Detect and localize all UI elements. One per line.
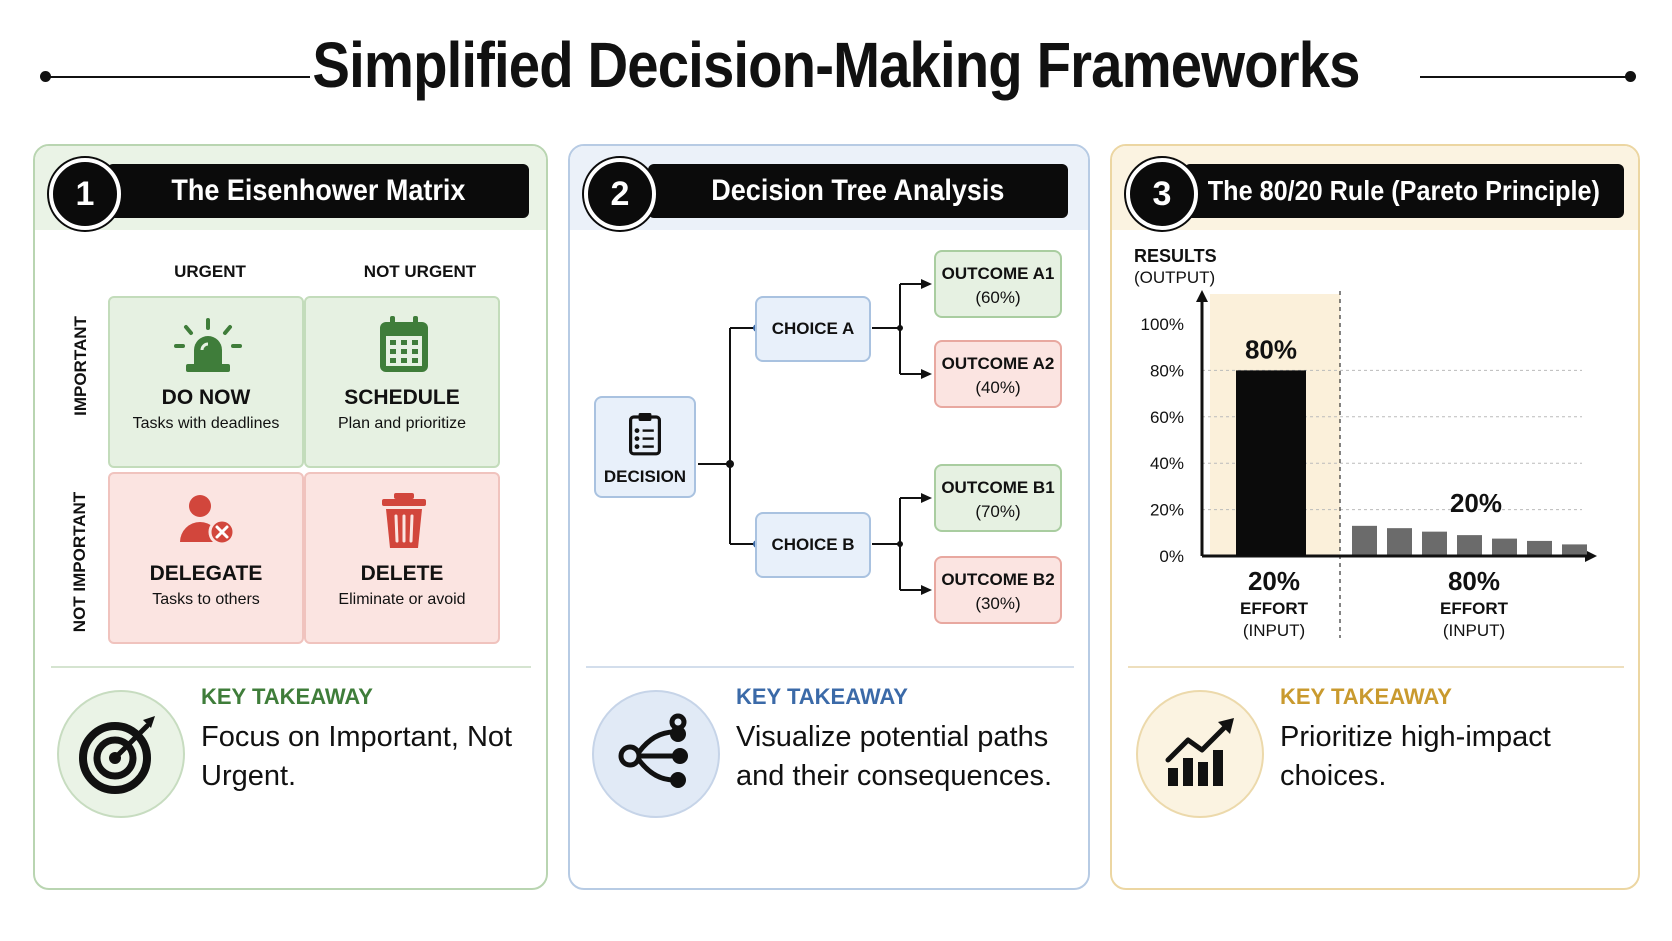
title-line-left xyxy=(45,76,310,78)
pareto-chart: 0% 20% 40% 60% 80% 100% 80% 20% 20% EFFORT (INPUT)… xyxy=(1141,290,1597,640)
tree-outcome-b2: OUTCOME B2(30%) xyxy=(934,556,1062,624)
divider xyxy=(586,666,1074,668)
takeaway-text: Visualize potential paths and their cons… xyxy=(736,721,1052,792)
col-label-urgent: URGENT xyxy=(174,262,246,281)
cell-desc: Tasks with deadlines xyxy=(132,415,280,432)
target-icon xyxy=(79,716,155,794)
trash-icon xyxy=(382,493,426,548)
takeaway-icon-circle xyxy=(592,690,720,818)
panel-number: 2 xyxy=(584,158,656,230)
row-label-important: IMPORTANT xyxy=(71,316,90,416)
panel-number: 1 xyxy=(49,158,121,230)
tree-root-decision: DECISION xyxy=(594,396,696,498)
row-label-not-important: NOT IMPORTANT xyxy=(70,491,89,633)
cell-title: DELETE xyxy=(360,562,444,585)
y-axis-label-results: RESULTS xyxy=(1134,246,1217,266)
y-axis-label-output: (OUTPUT) xyxy=(1134,268,1216,287)
cell-title: SCHEDULE xyxy=(344,386,460,409)
tree-connectors xyxy=(698,279,932,595)
takeaway-text: Focus on Important, Not Urgent. xyxy=(201,721,513,792)
tree-outcome-a1: OUTCOME A1(60%) xyxy=(934,250,1062,318)
tree-outcome-b1: OUTCOME B1(70%) xyxy=(934,464,1062,532)
panel-heading: The 80/20 Rule (Pareto Principle) xyxy=(1184,164,1624,218)
cell-title: DELEGATE xyxy=(149,562,263,585)
cell-desc: Plan and prioritize xyxy=(337,415,467,432)
matrix-cell-do-now: DO NOW Tasks with deadlines xyxy=(108,296,304,468)
y-tick-label: 20% xyxy=(1150,501,1184,520)
bar-major-label: 80% xyxy=(1245,334,1297,364)
page-title: Simplified Decision-Making Frameworks xyxy=(312,29,1360,101)
takeaway-icon-circle xyxy=(57,690,185,818)
panel-pareto: The 80/20 Rule (Pareto Principle) 3 RESU… xyxy=(1110,144,1640,890)
user-remove-icon xyxy=(180,495,236,546)
takeaway-label: KEY TAKEAWAY xyxy=(201,684,373,709)
divider xyxy=(51,666,531,668)
clipboard-icon xyxy=(629,413,661,456)
panel-decision-tree: Decision Tree Analysis 2 xyxy=(568,144,1090,890)
y-tick-label: 60% xyxy=(1150,408,1184,427)
bar-major xyxy=(1236,370,1306,556)
bar-minor xyxy=(1492,538,1517,555)
x-group-line2: (INPUT) xyxy=(1243,621,1305,640)
x-axis-arrow xyxy=(1585,550,1597,562)
title-line-right xyxy=(1420,76,1630,78)
panel-heading: Decision Tree Analysis xyxy=(648,164,1068,218)
calendar-icon xyxy=(380,316,428,372)
cell-desc: Tasks to others xyxy=(152,591,260,608)
matrix-cell-delete: DELETE Eliminate or avoid xyxy=(304,472,500,644)
tree-choice-a: CHOICE A xyxy=(755,296,871,362)
divider xyxy=(1128,666,1624,668)
panel-eisenhower: The Eisenhower Matrix 1 URGENT NOT URGEN… xyxy=(33,144,548,890)
x-group-line1: EFFORT xyxy=(1240,599,1309,618)
tree-outcome-a2: OUTCOME A2(40%) xyxy=(934,340,1062,408)
x-group-pct: 20% xyxy=(1248,566,1300,596)
bar-minor xyxy=(1387,528,1412,555)
bar-minor xyxy=(1352,525,1377,555)
bar-minor xyxy=(1457,535,1482,555)
x-group-line1: EFFORT xyxy=(1440,599,1509,618)
branch-nodes-icon xyxy=(618,713,688,788)
col-label-not-urgent: NOT URGENT xyxy=(363,262,477,281)
bar-minor xyxy=(1527,540,1552,555)
takeaway-icon-circle xyxy=(1136,690,1264,818)
matrix-cell-delegate: DELEGATE Tasks to others xyxy=(108,472,304,644)
title-line-dot-right xyxy=(1625,71,1636,82)
bar-minor xyxy=(1422,531,1447,555)
root-label: DECISION xyxy=(603,467,687,486)
panel-heading: The Eisenhower Matrix xyxy=(107,164,529,218)
y-axis-arrow xyxy=(1196,290,1208,302)
y-tick-label: 40% xyxy=(1150,454,1184,473)
cell-desc: Eliminate or avoid xyxy=(338,591,466,608)
bar-minor xyxy=(1562,544,1587,555)
y-tick-label: 80% xyxy=(1150,361,1184,380)
x-group-pct: 80% xyxy=(1448,566,1500,596)
y-tick-label: 100% xyxy=(1141,315,1184,334)
alarm-siren-icon xyxy=(174,318,242,372)
tree-choice-b: CHOICE B xyxy=(755,512,871,578)
cell-title: DO NOW xyxy=(161,386,251,409)
x-group-line2: (INPUT) xyxy=(1443,621,1505,640)
y-tick-label: 0% xyxy=(1159,547,1184,566)
matrix-cell-schedule: SCHEDULE Plan and prioritize xyxy=(304,296,500,468)
growth-chart-icon xyxy=(1165,718,1234,786)
takeaway-label: KEY TAKEAWAY xyxy=(1280,684,1452,709)
bar-minor-group-label: 20% xyxy=(1450,488,1502,518)
takeaway-text: Prioritize high-impact choices. xyxy=(1280,721,1551,792)
takeaway-label: KEY TAKEAWAY xyxy=(736,684,908,709)
panel-number: 3 xyxy=(1126,158,1198,230)
